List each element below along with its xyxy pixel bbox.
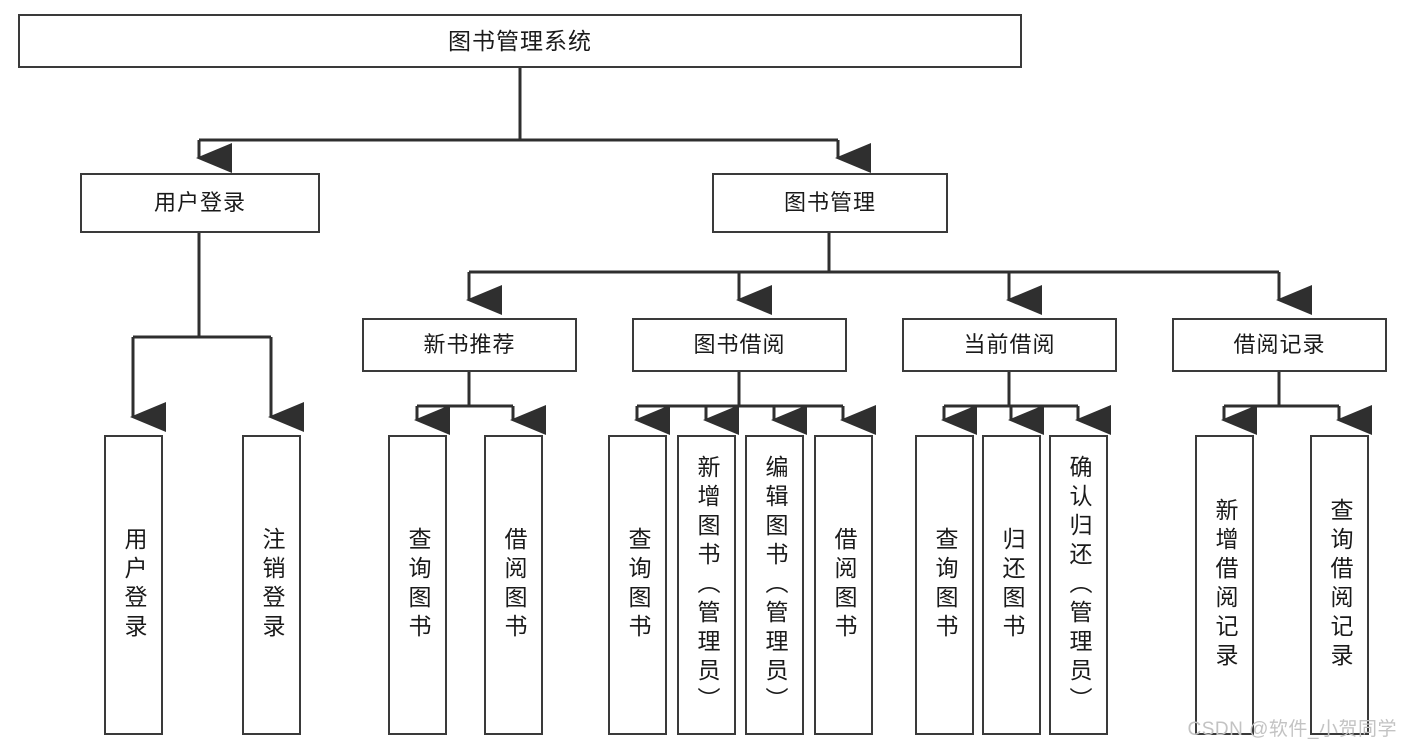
- node-leaf-query-book-borrow-label: 查询图书: [625, 527, 651, 643]
- node-book-management[interactable]: 图书管理: [712, 173, 948, 233]
- node-leaf-logout-label: 注销登录: [259, 527, 285, 643]
- node-book-management-label: 图书管理: [783, 190, 876, 216]
- node-book-borrowing-label: 图书借阅: [693, 332, 786, 358]
- node-borrowing-record[interactable]: 借阅记录: [1172, 318, 1387, 372]
- node-borrowing-record-label: 借阅记录: [1233, 332, 1326, 358]
- node-leaf-confirm-return-admin-label: 确认归还（管理员）: [1066, 454, 1092, 716]
- node-current-borrowing-label: 当前借阅: [963, 332, 1056, 358]
- node-leaf-edit-book-admin-label: 编辑图书（管理员）: [762, 454, 788, 716]
- node-leaf-user-login-label: 用户登录: [121, 527, 147, 643]
- node-leaf-return-book-label: 归还图书: [999, 527, 1025, 643]
- node-leaf-query-book-current-label: 查询图书: [932, 527, 958, 643]
- node-current-borrowing[interactable]: 当前借阅: [902, 318, 1117, 372]
- node-leaf-borrow-book-new-label: 借阅图书: [501, 527, 527, 643]
- node-leaf-query-book-borrow[interactable]: 查询图书: [608, 435, 667, 735]
- node-leaf-query-book-new[interactable]: 查询图书: [388, 435, 447, 735]
- node-leaf-query-borrow-record-label: 查询借阅记录: [1327, 498, 1353, 672]
- node-leaf-return-book[interactable]: 归还图书: [982, 435, 1041, 735]
- node-leaf-borrow-book-new[interactable]: 借阅图书: [484, 435, 543, 735]
- node-leaf-query-borrow-record[interactable]: 查询借阅记录: [1310, 435, 1369, 735]
- node-leaf-edit-book-admin[interactable]: 编辑图书（管理员）: [745, 435, 804, 735]
- node-leaf-user-login[interactable]: 用户登录: [104, 435, 163, 735]
- node-root-system-label: 图书管理系统: [448, 27, 592, 54]
- node-leaf-logout[interactable]: 注销登录: [242, 435, 301, 735]
- node-user-login-label: 用户登录: [153, 190, 246, 216]
- node-leaf-confirm-return-admin[interactable]: 确认归还（管理员）: [1049, 435, 1108, 735]
- node-leaf-borrow-book-label: 借阅图书: [831, 527, 857, 643]
- node-book-borrowing[interactable]: 图书借阅: [632, 318, 847, 372]
- node-new-book-recommendation[interactable]: 新书推荐: [362, 318, 577, 372]
- node-root-system[interactable]: 图书管理系统: [18, 14, 1022, 68]
- node-user-login[interactable]: 用户登录: [80, 173, 320, 233]
- node-leaf-add-borrow-record[interactable]: 新增借阅记录: [1195, 435, 1254, 735]
- node-leaf-add-book-admin-label: 新增图书（管理员）: [694, 454, 720, 716]
- node-leaf-add-book-admin[interactable]: 新增图书（管理员）: [677, 435, 736, 735]
- node-leaf-borrow-book[interactable]: 借阅图书: [814, 435, 873, 735]
- node-leaf-add-borrow-record-label: 新增借阅记录: [1212, 498, 1238, 672]
- node-leaf-query-book-new-label: 查询图书: [405, 527, 431, 643]
- node-leaf-query-book-current[interactable]: 查询图书: [915, 435, 974, 735]
- node-new-book-recommendation-label: 新书推荐: [423, 332, 516, 358]
